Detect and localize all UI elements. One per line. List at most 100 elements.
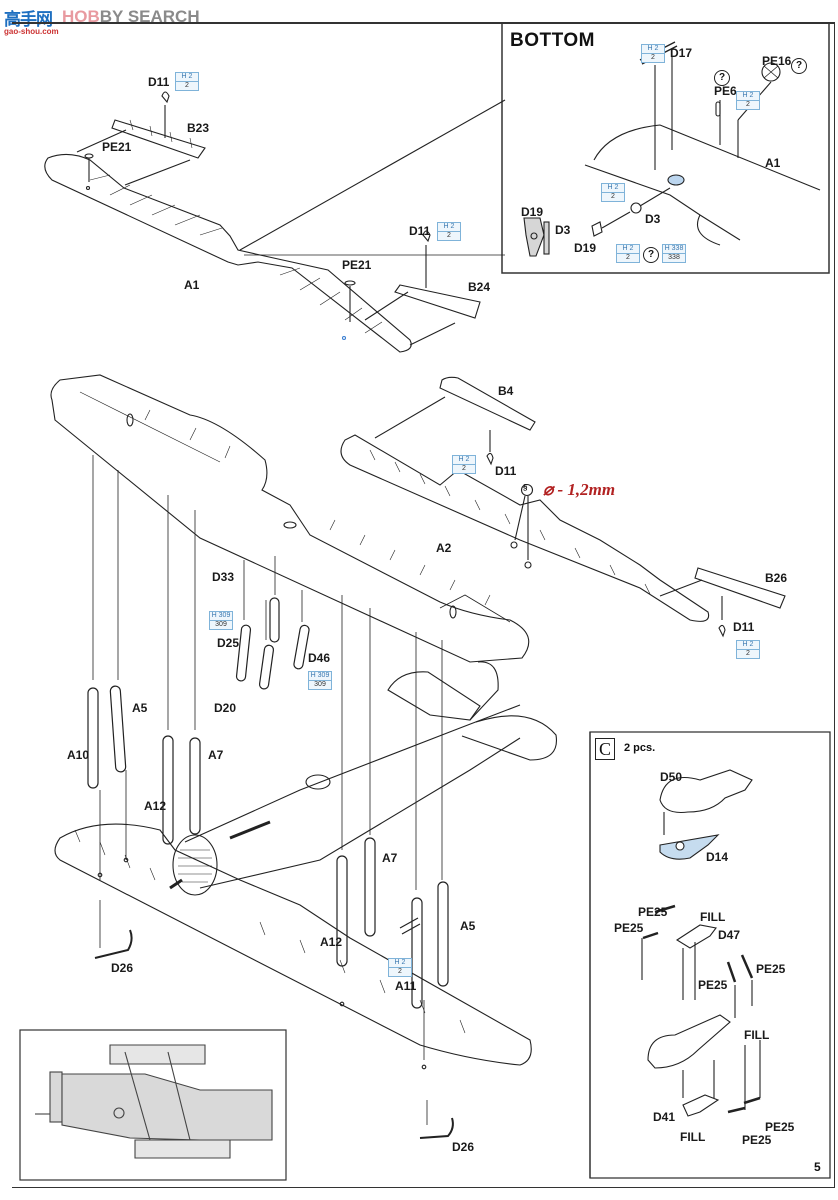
strut-a10 bbox=[87, 687, 99, 789]
assembly-arrow bbox=[76, 129, 127, 153]
bottom-inset-title: BOTTOM bbox=[510, 30, 595, 51]
inset-leader-line bbox=[239, 99, 506, 251]
part-label-d33: D33 bbox=[212, 570, 235, 584]
part-label-a11: A11 bbox=[395, 979, 417, 993]
part-label-b23: B23 bbox=[187, 121, 210, 135]
part-label-a12: A12 bbox=[144, 799, 167, 813]
strut-a11 bbox=[411, 897, 423, 1009]
part-label-a5: A5 bbox=[132, 701, 148, 715]
lower-wing-main bbox=[54, 823, 532, 1070]
paint-num: 2 bbox=[651, 54, 655, 61]
unknown-mark-icon: ? bbox=[714, 70, 730, 86]
part-label-pe21: PE21 bbox=[102, 140, 132, 154]
strut-a7-b bbox=[364, 837, 376, 937]
part-d11 bbox=[718, 624, 726, 638]
tail-elevator-left bbox=[387, 671, 481, 721]
part-label-a2: A2 bbox=[436, 541, 452, 555]
part-label-d41: D41 bbox=[653, 1110, 676, 1124]
struts bbox=[87, 597, 449, 1009]
bottom-inset-drawing bbox=[523, 41, 821, 257]
part-label-b24: B24 bbox=[468, 280, 491, 294]
part-d11 bbox=[486, 452, 494, 466]
paint-code: H 2 bbox=[737, 641, 759, 650]
part-label-d46: D46 bbox=[308, 651, 331, 665]
assembly-arrow bbox=[409, 322, 456, 346]
part-pe21 bbox=[344, 280, 356, 286]
top-plane-wing bbox=[50, 374, 530, 663]
aileron-b26 bbox=[694, 567, 786, 609]
side-view-fuselage bbox=[35, 1044, 273, 1159]
tail-fin bbox=[469, 661, 499, 721]
part-label-d20: D20 bbox=[214, 701, 237, 715]
watermark-cn-logo: 高手网 bbox=[4, 10, 53, 30]
paint-num: 2 bbox=[398, 968, 402, 975]
paint-num: 2 bbox=[746, 101, 750, 108]
paint-num: 309 bbox=[314, 681, 326, 688]
part-label-d19: D19 bbox=[574, 241, 597, 255]
part-label-pe25: PE25 bbox=[698, 978, 728, 992]
step-c-frame bbox=[589, 731, 831, 1179]
strut-guide-lines bbox=[92, 455, 443, 1125]
drill-icon bbox=[520, 483, 534, 497]
strut-d25 bbox=[235, 624, 252, 682]
strut-a12-b bbox=[336, 855, 348, 967]
unknown-mark-icon: ? bbox=[791, 58, 807, 74]
step-c-drawing bbox=[641, 769, 761, 1117]
drill-size-note: ⌀ - 1,2mm bbox=[543, 480, 616, 499]
paint-code: H 2 bbox=[737, 92, 759, 101]
watermark-brand-prefix: HOB bbox=[62, 7, 100, 26]
watermark-logo: 高手网 HOBBY SEARCH gao-shou.com bbox=[4, 3, 204, 36]
strut-a5-b bbox=[437, 881, 449, 987]
aileron-b23 bbox=[111, 119, 206, 159]
paint-num: 2 bbox=[185, 82, 189, 89]
part-d11 bbox=[422, 230, 431, 243]
paint-code: H 2 bbox=[176, 73, 198, 82]
part-label-a1: A1 bbox=[765, 156, 781, 170]
part-label-pe16: PE16 bbox=[762, 54, 792, 68]
paint-code: H 2 bbox=[453, 456, 475, 465]
paint-code: H 2 bbox=[642, 45, 664, 54]
part-label-d17: D17 bbox=[670, 46, 693, 60]
part-label-d25: D25 bbox=[217, 636, 240, 650]
watermark-url: gao-shou.com bbox=[4, 27, 59, 36]
part-label-pe25: PE25 bbox=[638, 905, 668, 919]
strut-d20 bbox=[258, 644, 275, 690]
unknown-mark-icon: ? bbox=[643, 247, 659, 263]
part-label-d11: D11 bbox=[495, 464, 517, 478]
part-label-d14: D14 bbox=[706, 850, 729, 864]
part-a11-pegs bbox=[399, 917, 421, 935]
paint-code: H 2 bbox=[389, 959, 411, 968]
paint-code: H 309 bbox=[309, 672, 331, 681]
page-top-rule bbox=[12, 22, 835, 24]
aileron-b4 bbox=[439, 376, 536, 431]
step-c-quantity: 2 pcs. bbox=[624, 742, 656, 754]
part-label-fill: FILL bbox=[700, 910, 726, 924]
part-label-b26: B26 bbox=[765, 571, 788, 585]
part-label-d11: D11 bbox=[148, 75, 170, 89]
part-label-a7: A7 bbox=[382, 851, 398, 865]
fuselage bbox=[169, 661, 558, 896]
assembly-arrow bbox=[124, 159, 191, 186]
upper-wing-a1 bbox=[44, 153, 412, 353]
strut-a7 bbox=[189, 737, 201, 835]
part-label-a7: A7 bbox=[208, 748, 224, 762]
bottom-inset-frame bbox=[501, 22, 830, 274]
side-view-frame bbox=[19, 1029, 287, 1181]
paint-num: 2 bbox=[462, 465, 466, 472]
paint-code: H 2 bbox=[602, 184, 624, 193]
aileron-b24 bbox=[394, 284, 481, 319]
paint-num: 309 bbox=[215, 621, 227, 628]
page-number: 5 bbox=[814, 1160, 821, 1174]
part-label-a1: A1 bbox=[184, 278, 200, 292]
part-label-pe6: PE6 bbox=[714, 84, 737, 98]
